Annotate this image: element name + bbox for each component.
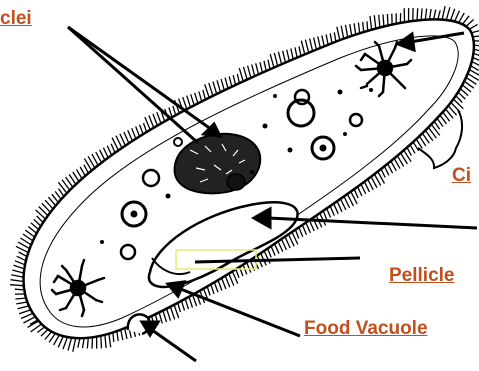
label-food-vacuole: Food Vacuole [304,319,428,338]
label-cilia: Ci [452,166,471,185]
label-nuclei: clei [0,9,32,28]
micronucleus [227,174,245,190]
label-pellicle: Pellicle [389,266,455,285]
